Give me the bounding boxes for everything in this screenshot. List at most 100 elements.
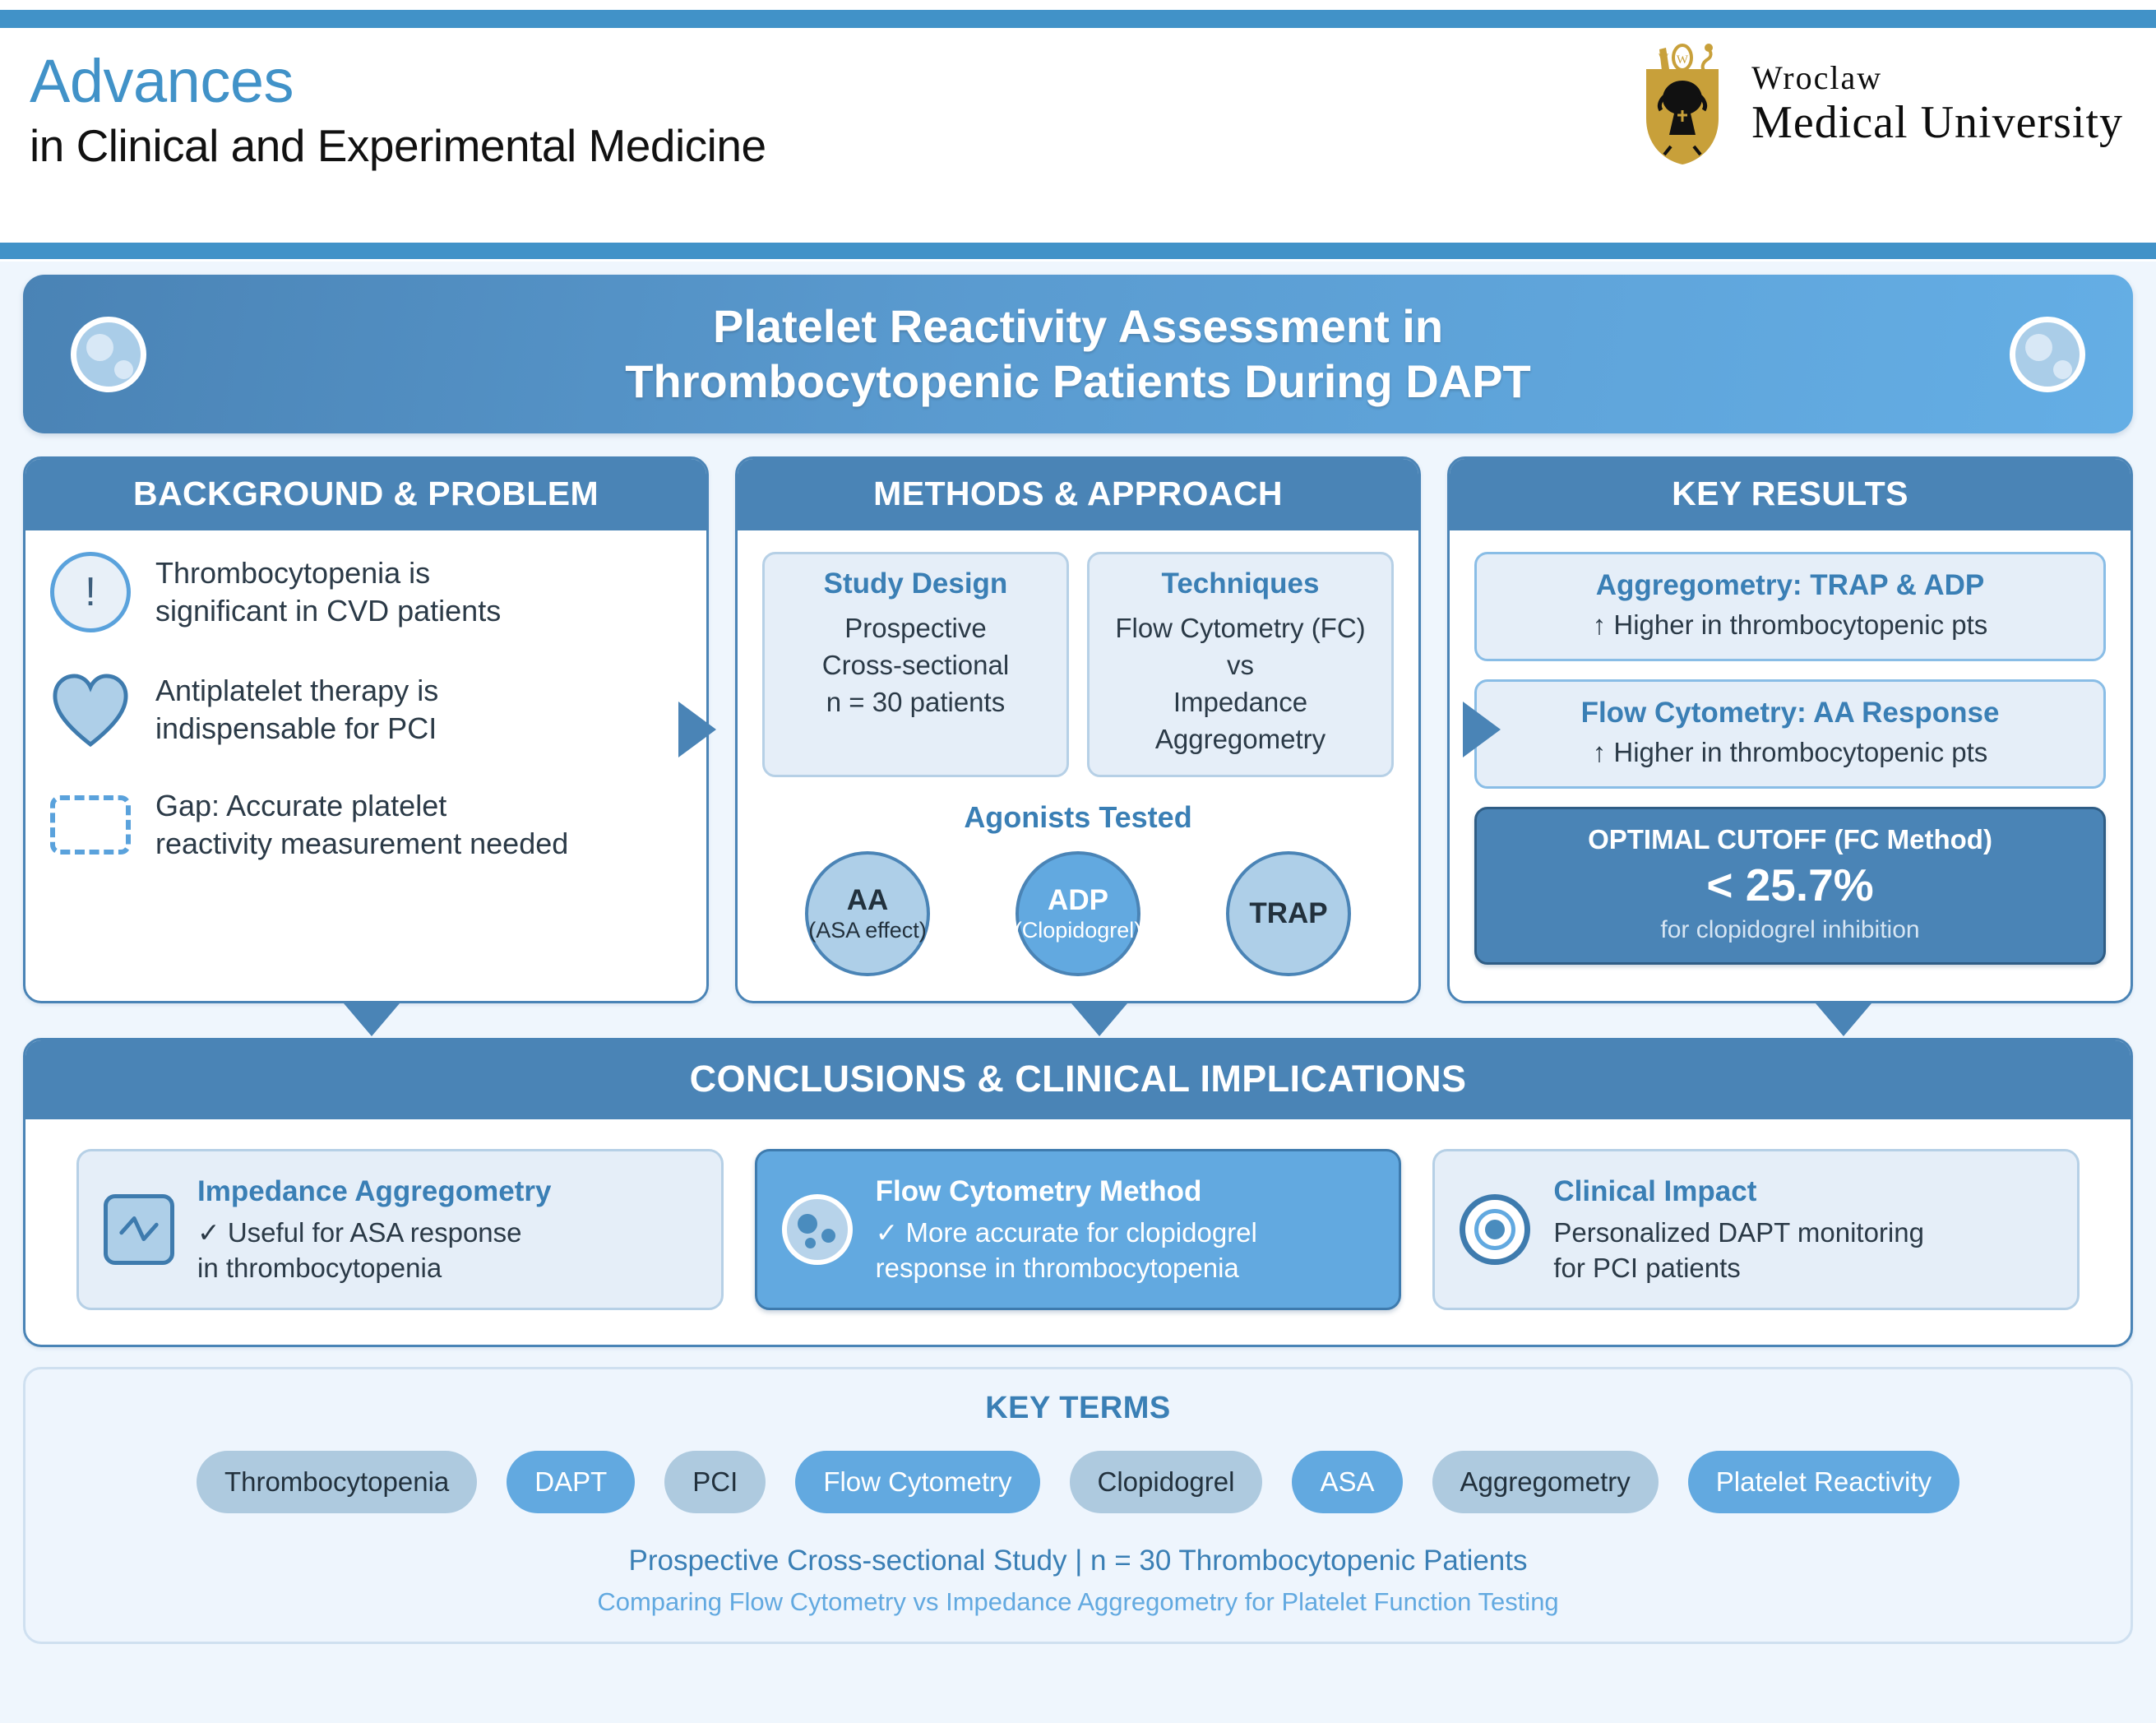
infographic-body: Platelet Reactivity Assessment in Thromb… [0, 262, 2156, 1723]
header-rule-top [0, 10, 2156, 28]
techniques-box: Techniques Flow Cytometry (FC) vs Impeda… [1087, 552, 1394, 777]
background-item-thrombocytopenia: ! Thrombocytopenia is significant in CVD… [50, 552, 682, 632]
conclusion-card-line1: Personalized DAPT monitoring [1553, 1217, 1924, 1248]
result-card-line: ↑ Higher in thrombocytopenic pts [1592, 609, 1988, 640]
header-rule-bottom [0, 243, 2156, 259]
chip-aggregometry[interactable]: Aggregometry [1432, 1450, 1659, 1513]
waveform-icon [104, 1193, 174, 1265]
svg-text:W: W [1677, 53, 1689, 67]
background-item-line1: Antiplatelet therapy is [155, 674, 439, 707]
agonists-label: Agonists Tested [964, 799, 1192, 834]
conclusion-card-text: Flow Cytometry Method ✓ More accurate fo… [876, 1173, 1257, 1286]
key-terms-panel: KEY TERMS Thrombocytopenia DAPT PCI Flow… [23, 1366, 2133, 1644]
result-card-flow-cytometry: Flow Cytometry: AA Response ↑ Higher in … [1474, 679, 2106, 789]
key-terms-title: KEY TERMS [985, 1390, 1171, 1425]
background-item-line2: reactivity measurement needed [155, 827, 569, 861]
flow-arrow-methods-down [1071, 1003, 1127, 1036]
agonist-adp: ADP (Clopidogrel) [1015, 850, 1141, 976]
result-card-title: Flow Cytometry: AA Response [1580, 697, 2000, 729]
flow-arrow-background-down [344, 1003, 400, 1036]
chip-asa[interactable]: ASA [1292, 1450, 1403, 1513]
panel-background: BACKGROUND & PROBLEM ! Thrombocytopenia … [23, 456, 709, 1003]
agonist-adp-name: ADP [1048, 883, 1108, 916]
platelet-icon-left [71, 316, 146, 392]
flow-arrow-background-to-methods [678, 702, 716, 758]
study-design-box: Study Design Prospective Cross-sectional… [762, 552, 1069, 777]
platelet-icon-right [2010, 316, 2085, 392]
conclusion-card-title: Impedance Aggregometry [197, 1174, 552, 1207]
background-item-text: Thrombocytopenia is significant in CVD p… [155, 554, 501, 630]
methods-subbox-row: Study Design Prospective Cross-sectional… [762, 552, 1394, 777]
journal-title-sub: in Clinical and Experimental Medicine [30, 120, 766, 171]
conclusion-card-impedance: Impedance Aggregometry ✓ Useful for ASA … [76, 1148, 724, 1310]
journal-masthead: Advances in Clinical and Experimental Me… [30, 51, 766, 169]
down-arrow-row [23, 1003, 2133, 1036]
conclusion-card-clinical-impact: Clinical Impact Personalized DAPT monito… [1432, 1148, 2080, 1310]
main-title-line2: Thrombocytopenic Patients During DAPT [625, 354, 1531, 407]
platelet-cell-icon [781, 1193, 853, 1265]
main-title-line1: Platelet Reactivity Assessment in [712, 300, 1444, 353]
conclusion-card-text: Impedance Aggregometry ✓ Useful for ASA … [197, 1173, 551, 1286]
conclusions-header: CONCLUSIONS & CLINICAL IMPLICATIONS [25, 1040, 2131, 1119]
chip-platelet-reactivity[interactable]: Platelet Reactivity [1687, 1450, 1960, 1513]
conclusion-card-line1: ✓ Useful for ASA response [197, 1217, 522, 1248]
key-terms-chip-row: Thrombocytopenia DAPT PCI Flow Cytometry… [58, 1450, 2098, 1513]
target-icon [1460, 1193, 1531, 1265]
background-item-antiplatelet: Antiplatelet therapy is indispensable fo… [50, 672, 682, 748]
conclusion-card-line2: for PCI patients [1553, 1252, 1741, 1283]
exclamation-glyph: ! [85, 570, 96, 614]
journal-title-main: Advances [30, 47, 294, 115]
panel-results-header: KEY RESULTS [1450, 459, 2131, 530]
chip-dapt[interactable]: DAPT [507, 1450, 636, 1513]
chip-clopidogrel[interactable]: Clopidogrel [1069, 1450, 1263, 1513]
panel-results: KEY RESULTS Aggregometry: TRAP & ADP ↑ H… [1447, 456, 2133, 1003]
agonist-trap: TRAP [1226, 850, 1351, 976]
university-name-line1: Wroclaw [1751, 59, 1883, 96]
conclusion-card-line2: in thrombocytopenia [197, 1252, 442, 1283]
optimal-cutoff-value: < 25.7% [1706, 859, 1874, 910]
conclusion-card-title: Flow Cytometry Method [875, 1174, 1202, 1207]
background-item-line1: Gap: Accurate platelet [155, 789, 447, 823]
panel-methods-body: Study Design Prospective Cross-sectional… [738, 530, 1418, 1001]
optimal-cutoff-card: OPTIMAL CUTOFF (FC Method) < 25.7% for c… [1474, 807, 2106, 965]
panel-row: BACKGROUND & PROBLEM ! Thrombocytopenia … [23, 456, 2133, 1003]
optimal-cutoff-note: for clopidogrel inhibition [1660, 916, 1920, 943]
background-item-line2: indispensable for PCI [155, 711, 437, 746]
conclusion-card-text: Clinical Impact Personalized DAPT monito… [1553, 1173, 1924, 1286]
conclusion-card-line1: ✓ More accurate for clopidogrel [875, 1217, 1257, 1248]
exclamation-icon: ! [50, 552, 131, 632]
study-design-title: Study Design [823, 567, 1008, 600]
agonist-trap-name: TRAP [1249, 896, 1328, 929]
study-design-line1: Prospective [844, 613, 987, 643]
optimal-cutoff-title: OPTIMAL CUTOFF (FC Method) [1588, 824, 1992, 855]
techniques-title: Techniques [1161, 567, 1320, 600]
background-item-line1: Thrombocytopenia is [155, 555, 431, 590]
heart-icon [50, 672, 131, 748]
chip-flow-cytometry[interactable]: Flow Cytometry [795, 1450, 1040, 1513]
study-design-line2: Cross-sectional [821, 649, 1010, 680]
university-logo: W W Wroclaw Medical University [1635, 41, 2123, 166]
chip-thrombocytopenia[interactable]: Thrombocytopenia [196, 1450, 478, 1513]
svg-text:W: W [1659, 51, 1669, 63]
chip-pci[interactable]: PCI [664, 1450, 766, 1513]
agonist-aa-name: AA [846, 883, 889, 916]
conclusion-card-title: Clinical Impact [1553, 1174, 1757, 1207]
main-title: Platelet Reactivity Assessment in Thromb… [625, 299, 1530, 408]
wroclaw-crest-icon: W W [1646, 44, 1719, 164]
key-terms-footer-line1: Prospective Cross-sectional Study | n = … [628, 1544, 1528, 1577]
flow-arrow-methods-to-results [1463, 702, 1501, 758]
journal-header: Advances in Clinical and Experimental Me… [0, 0, 2156, 262]
key-terms-footer-line2: Comparing Flow Cytometry vs Impedance Ag… [597, 1586, 1559, 1616]
panel-methods-header: METHODS & APPROACH [738, 459, 1418, 530]
dashed-box-icon [50, 795, 131, 855]
agonist-aa-sub: (ASA effect) [808, 917, 927, 943]
techniques-line1: Flow Cytometry (FC) [1115, 613, 1366, 643]
conclusion-card-flow-cytometry: Flow Cytometry Method ✓ More accurate fo… [754, 1148, 1402, 1310]
panel-background-body: ! Thrombocytopenia is significant in CVD… [25, 530, 706, 1001]
background-item-gap: Gap: Accurate platelet reactivity measur… [50, 787, 682, 863]
agonist-aa: AA (ASA effect) [805, 850, 930, 976]
result-card-title: Aggregometry: TRAP & ADP [1595, 569, 1985, 601]
university-name-line2: Medical University [1751, 97, 2123, 148]
result-card-line: ↑ Higher in thrombocytopenic pts [1592, 737, 1988, 767]
